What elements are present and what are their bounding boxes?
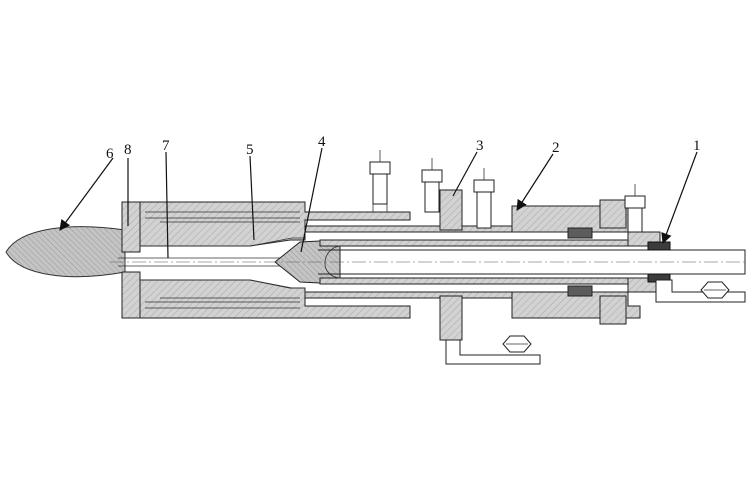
lower-bracket [445,335,541,365]
flame-region [5,226,126,278]
label-4: 4 [318,134,326,150]
housing-collar-upper [599,199,627,229]
inner-tube-upper [319,239,656,247]
inner-tube-lower [319,277,656,285]
leader-line-5 [249,155,255,241]
rear-bracket [655,279,746,303]
label-6: 6 [106,146,114,162]
label-5: 5 [246,142,254,158]
leader-line-7 [165,151,169,259]
nozzle-body-upper [121,201,411,247]
cooling-channel-lower [145,297,300,309]
label-1: 1 [693,138,701,154]
seal-ring-upper [647,241,671,251]
label-7: 7 [162,138,170,154]
inlet-pipe-1 [369,150,391,212]
nozzle-tip-block-lower [121,271,141,319]
label-3: 3 [476,138,484,154]
inlet-pipe-3 [473,168,495,229]
label-8: 8 [124,142,132,158]
cooling-channel-upper [145,211,300,223]
inlet-pipe-2 [421,158,443,213]
leader-line-4 [300,147,323,253]
label-2: 2 [552,140,560,156]
insulator-block-lower [567,285,593,297]
outer-sleeve-lower [304,291,521,299]
leader-line-6 [59,157,114,231]
leader-line-2 [516,153,554,211]
inner-cone-lower [140,279,305,289]
leader-line-3 [452,151,478,197]
nozzle-body-lower [121,279,411,319]
nozzle-tip-block-upper [121,201,141,253]
insulator-block-upper [567,227,593,239]
housing-collar-lower [599,295,627,325]
flange-ring-upper [439,189,463,231]
inlet-pipe-4 [624,184,646,233]
central-bore [118,257,300,267]
leader-line-1 [661,151,698,245]
flange-ring-lower [439,295,463,341]
inner-cone-upper [140,237,305,247]
